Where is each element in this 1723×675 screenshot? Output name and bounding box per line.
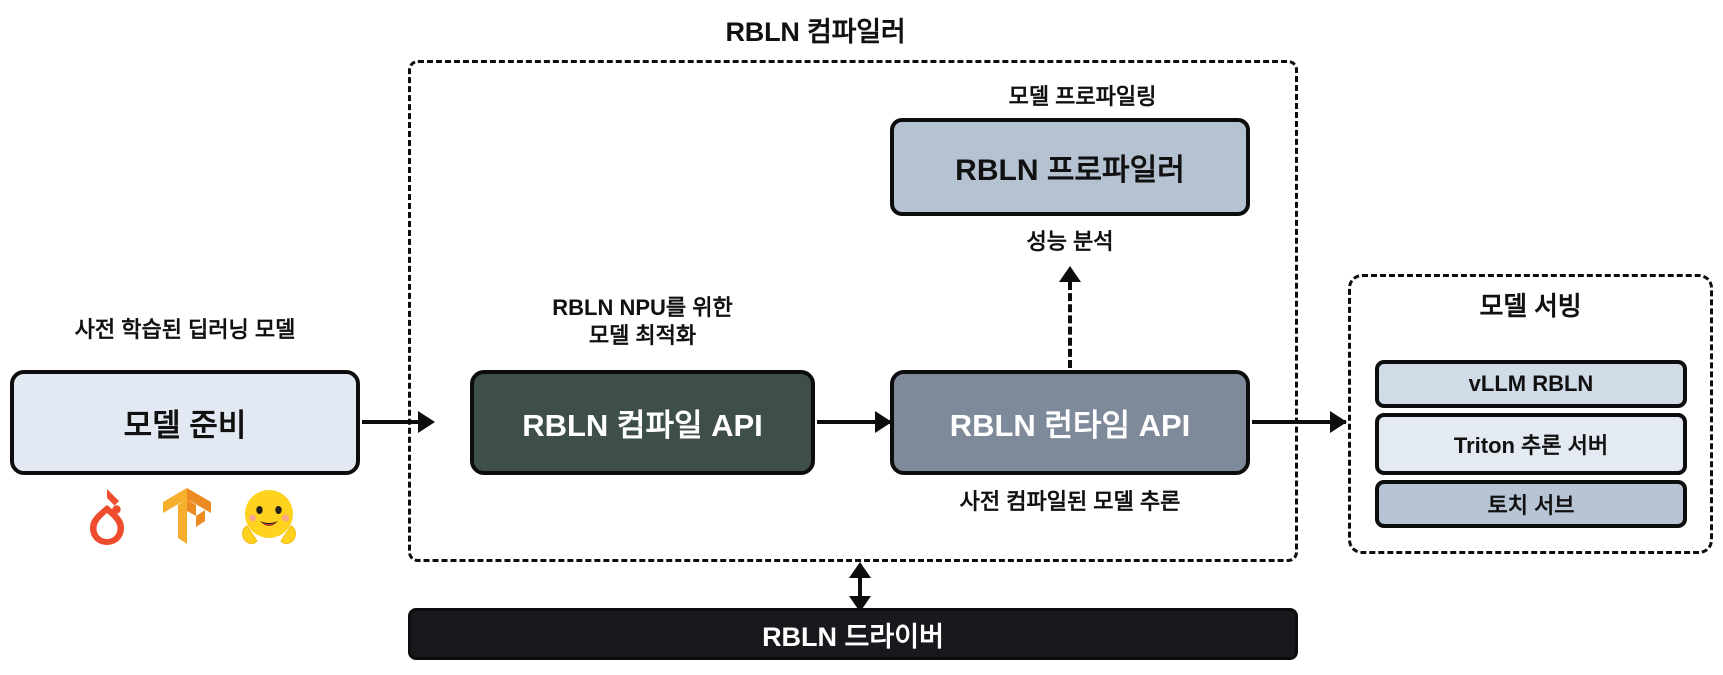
serving-item-vllm-rbln[interactable]: vLLM RBLN [1375, 360, 1687, 408]
serving-item-triton-server-label: Triton 추론 서버 [1453, 433, 1609, 458]
arrow-driver-line [858, 574, 862, 598]
pytorch-logo [78, 485, 136, 552]
rbln-runtime-api-label: RBLN 런타임 API [949, 408, 1191, 443]
profiling-stage-caption: 모델 프로파일링 [1008, 84, 1157, 109]
rbln-profiler-box[interactable]: RBLN 프로파일러 [890, 118, 1250, 216]
arrow-compile-to-runtime-line [817, 420, 890, 424]
arrow-driver-up-head [849, 562, 871, 578]
rbln-compile-api-box[interactable]: RBLN 컴파일 API [470, 370, 815, 475]
serving-item-torch-serve[interactable]: 토치 서브 [1375, 480, 1687, 528]
compile-stage-caption-line2: 모델 최적화 [588, 323, 697, 349]
arrow-compile-to-runtime-head [875, 411, 892, 433]
arrow-runtime-to-serving-head [1330, 411, 1347, 433]
arrow-prep-to-compile-line [362, 420, 420, 424]
model-serving-title: 모델 서빙 [1479, 291, 1582, 321]
tensorflow-logo [158, 485, 216, 552]
rbln-profiler-label: RBLN 프로파일러 [955, 154, 1185, 187]
arrow-runtime-to-serving-line [1252, 420, 1346, 424]
runtime-stage-caption: 사전 컴파일된 모델 추론 [959, 489, 1181, 514]
serving-item-vllm-rbln-label: vLLM RBLN [1468, 371, 1594, 396]
compile-stage-caption-line1: RBLN NPU를 위한 [552, 295, 733, 320]
rbln-runtime-api-box[interactable]: RBLN 런타임 API [890, 370, 1250, 475]
model-serving-region [1348, 274, 1713, 554]
rbln-driver-bar[interactable]: RBLN 드라이버 [408, 608, 1298, 660]
rbln-driver-label: RBLN 드라이버 [762, 621, 944, 652]
compile-stage-caption: RBLN NPU를 위한 모델 최적화 [470, 294, 815, 350]
diagram-title: RBLN 컴파일러 [725, 17, 906, 47]
arrow-runtime-to-profiler-head [1059, 266, 1081, 282]
input-stage-caption: 사전 학습된 딥러닝 모델 [74, 317, 296, 342]
rbln-compile-api-label: RBLN 컴파일 API [522, 408, 763, 443]
performance-analysis-label: 성능 분석 [1026, 229, 1114, 254]
framework-logo-row [78, 485, 300, 552]
model-preparation-box[interactable]: 모델 준비 [10, 370, 360, 475]
arrow-runtime-to-profiler-line [1068, 282, 1072, 368]
compiler-region-boundary [408, 60, 1298, 562]
model-preparation-label: 모델 준비 [123, 408, 247, 443]
serving-item-torch-serve-label: 토치 서브 [1487, 493, 1575, 518]
arrow-prep-to-compile-head [418, 411, 435, 433]
huggingface-logo [238, 485, 300, 552]
serving-item-triton-server[interactable]: Triton 추론 서버 [1375, 413, 1687, 475]
